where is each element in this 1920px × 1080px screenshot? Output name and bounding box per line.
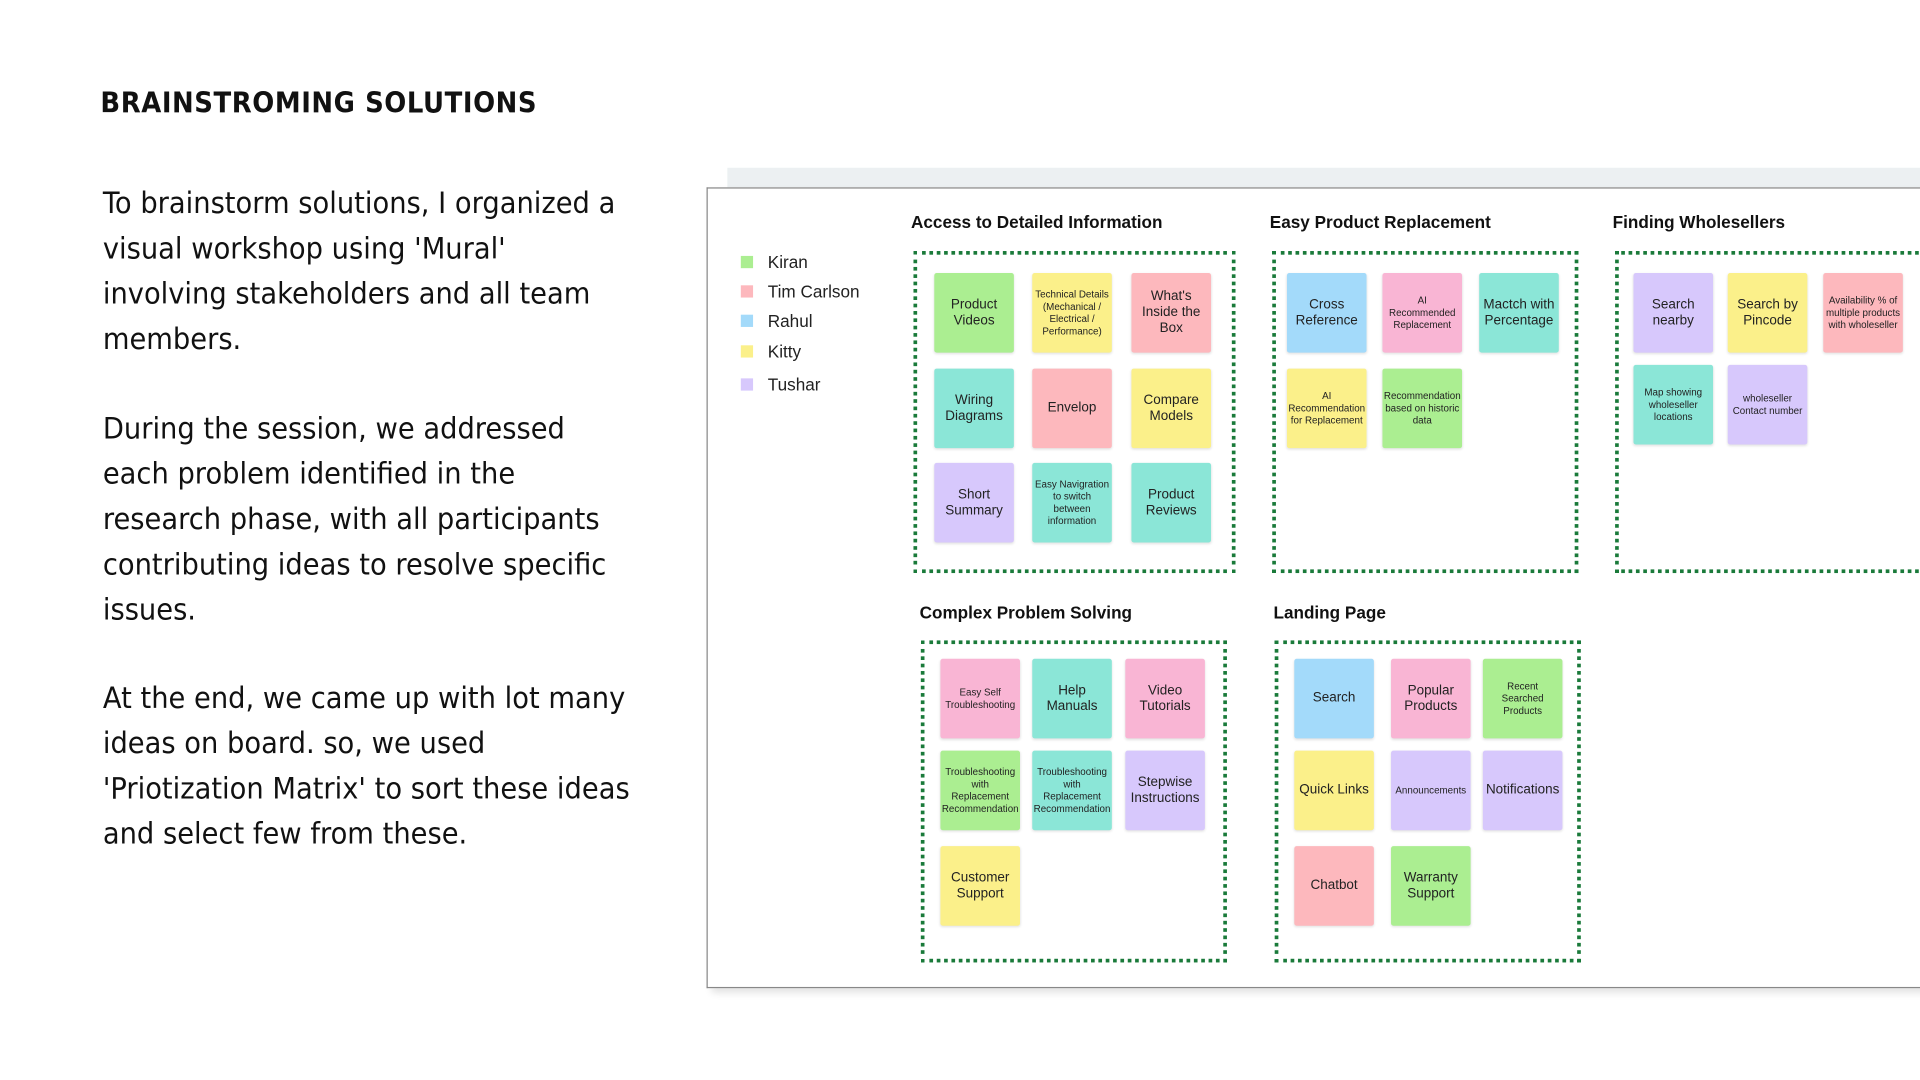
legend-label: Tim Carlson bbox=[767, 281, 860, 302]
sticky-note[interactable]: Technical Details (Mechanical / Electric… bbox=[1032, 273, 1112, 353]
sticky-note[interactable]: Map showing wholeseller locations bbox=[1633, 364, 1714, 445]
legend-swatch bbox=[740, 378, 754, 391]
board-area bbox=[920, 640, 1227, 963]
sticky-note[interactable]: What's Inside the Box bbox=[1131, 273, 1212, 353]
sticky-note[interactable]: Mactch with Percentage bbox=[1479, 273, 1559, 353]
legend-item: Tim Carlson bbox=[740, 281, 860, 302]
sticky-note[interactable]: Chatbot bbox=[1294, 846, 1374, 926]
sticky-note[interactable]: Stepwise Instructions bbox=[1125, 750, 1205, 831]
sticky-note[interactable]: Product Videos bbox=[934, 273, 1014, 353]
legend-item: Kiran bbox=[740, 252, 808, 272]
board-title: Easy Product Replacement bbox=[1269, 211, 1491, 232]
board-title: Finding Wholesellers bbox=[1612, 211, 1786, 232]
sticky-note[interactable]: Announcements bbox=[1391, 750, 1471, 831]
sticky-note[interactable]: Troubleshooting with Replacement Recomme… bbox=[1032, 750, 1112, 831]
sticky-note[interactable]: Search nearby bbox=[1633, 273, 1714, 353]
sticky-note[interactable]: AI Recommendation for Replacement bbox=[1286, 368, 1367, 449]
sticky-note[interactable]: Compare Models bbox=[1131, 368, 1212, 449]
slide-heading: BRAINSTROMING SOLUTIONS bbox=[100, 88, 538, 121]
board-title: Complex Problem Solving bbox=[919, 602, 1133, 623]
sticky-note[interactable]: Search bbox=[1294, 658, 1374, 739]
sticky-note[interactable]: Availability % of multiple products with… bbox=[1823, 273, 1903, 353]
sticky-note[interactable]: Cross Reference bbox=[1286, 273, 1367, 353]
sticky-note[interactable]: Troubleshooting with Replacement Recomme… bbox=[940, 750, 1021, 831]
sticky-note[interactable]: Search by Pincode bbox=[1727, 273, 1808, 353]
legend-swatch bbox=[740, 285, 754, 298]
sticky-note[interactable]: Product Reviews bbox=[1131, 462, 1212, 543]
board-area bbox=[1272, 251, 1579, 574]
legend-swatch bbox=[740, 345, 754, 358]
paragraph-conclusion: At the end, we came up with lot many ide… bbox=[102, 680, 630, 852]
legend-label: Rahul bbox=[767, 311, 813, 331]
sticky-note[interactable]: Easy Navigration to switch between infor… bbox=[1032, 462, 1112, 543]
sticky-note[interactable]: Easy Self Troubleshooting bbox=[940, 658, 1021, 739]
sticky-note[interactable]: AI Recommended Replacement bbox=[1382, 273, 1463, 353]
sticky-note[interactable]: Recommendation based on historic data bbox=[1382, 368, 1463, 449]
sticky-note[interactable]: Short Summary bbox=[934, 462, 1014, 543]
board-title: Landing Page bbox=[1273, 602, 1386, 623]
sticky-note[interactable]: Warranty Support bbox=[1391, 846, 1471, 926]
paragraph-session: During the session, we addressed each pr… bbox=[102, 411, 607, 627]
legend-swatch bbox=[740, 255, 754, 269]
sticky-note[interactable]: wholeseller Contact number bbox=[1727, 364, 1808, 445]
sticky-note[interactable]: Recent Searched Products bbox=[1482, 658, 1563, 739]
board-title: Access to Detailed Information bbox=[911, 211, 1163, 232]
sticky-note[interactable]: Quick Links bbox=[1294, 750, 1374, 831]
paragraph-intro: To brainstorm solutions, I organized a v… bbox=[102, 186, 616, 357]
sticky-note[interactable]: Video Tutorials bbox=[1125, 658, 1205, 739]
board-area bbox=[1615, 251, 1920, 574]
sticky-note[interactable]: Wiring Diagrams bbox=[934, 368, 1014, 449]
legend-item: Tushar bbox=[740, 374, 821, 395]
legend-label: Kitty bbox=[767, 341, 802, 362]
board-area bbox=[913, 251, 1236, 574]
board-area bbox=[1274, 640, 1581, 963]
sticky-note[interactable]: Envelop bbox=[1032, 368, 1112, 449]
legend-item: Rahul bbox=[740, 311, 813, 331]
sticky-note[interactable]: Customer Support bbox=[940, 846, 1021, 926]
sticky-note[interactable]: Popular Products bbox=[1391, 658, 1471, 739]
mural-toolbar-band bbox=[727, 167, 1920, 188]
legend-label: Tushar bbox=[767, 374, 821, 395]
sticky-note[interactable]: Notifications bbox=[1482, 750, 1563, 831]
sticky-note[interactable]: Help Manuals bbox=[1032, 658, 1112, 739]
legend-swatch bbox=[740, 314, 754, 327]
legend-label: Kiran bbox=[767, 252, 808, 272]
legend-item: Kitty bbox=[740, 341, 802, 362]
